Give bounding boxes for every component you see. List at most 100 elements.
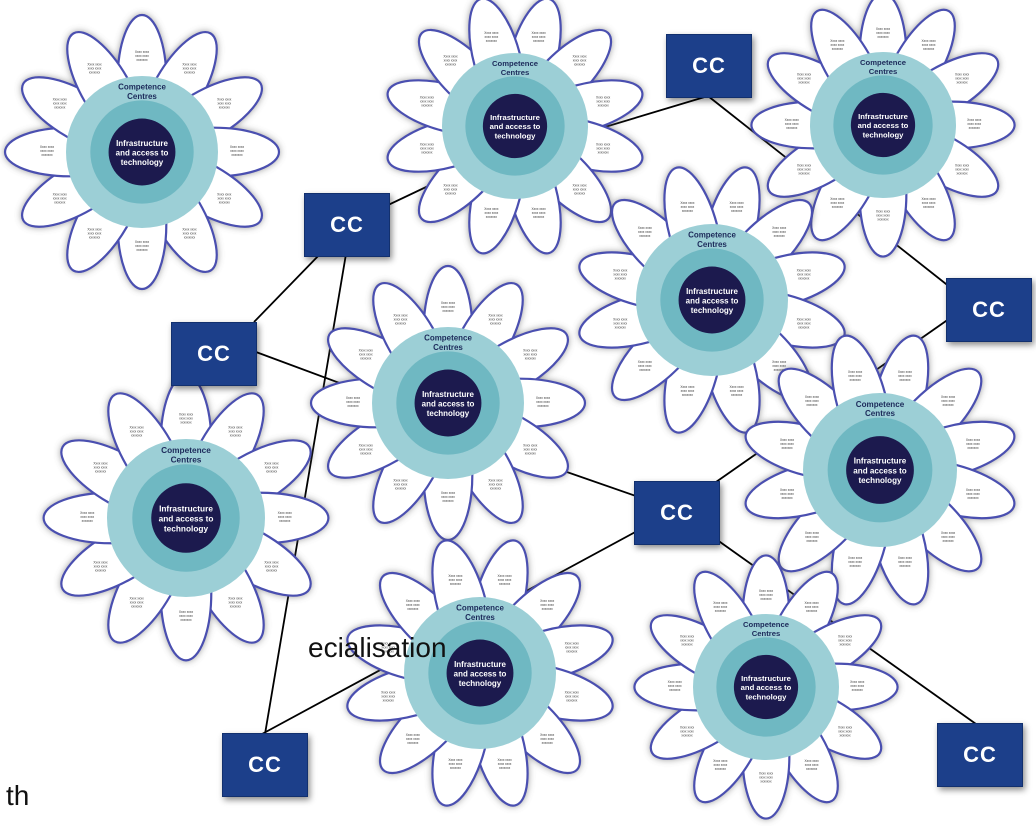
cc-label: CC: [692, 53, 726, 78]
core-circle: [850, 92, 916, 158]
core-circle: [108, 118, 176, 186]
partial-text-line-1: ecialisation: [308, 632, 447, 663]
cc-box: CC: [222, 733, 308, 797]
cc-label: CC: [660, 500, 694, 525]
partial-text-line-2: th: [6, 780, 30, 811]
cc-label: CC: [972, 297, 1006, 322]
cc-box: CC: [304, 193, 390, 257]
cc-box: CC: [171, 322, 257, 386]
cc-label: CC: [248, 752, 282, 777]
core-circle: [151, 483, 221, 553]
cc-label: CC: [197, 341, 231, 366]
cc-label: CC: [963, 742, 997, 767]
core-circle: [846, 436, 914, 504]
